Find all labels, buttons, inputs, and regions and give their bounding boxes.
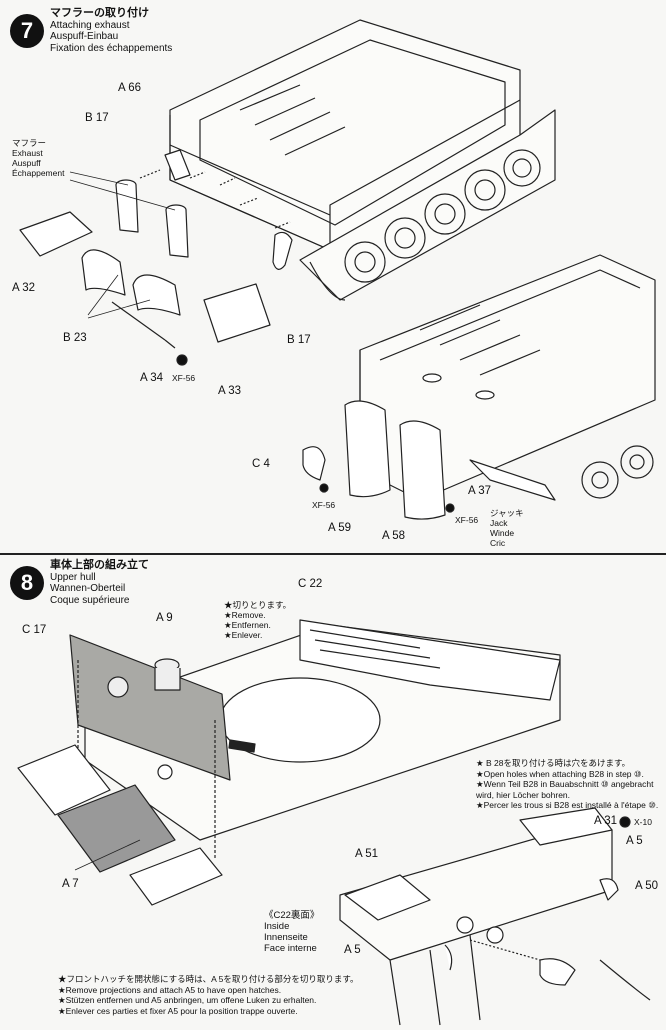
- paint-xf56-a: XF-56: [172, 373, 196, 383]
- part-a58: A 58: [382, 530, 406, 542]
- step8-inside-view: [339, 807, 651, 1026]
- part-a31: A 31: [594, 815, 618, 827]
- step-divider: [0, 553, 666, 555]
- inside-label-jp: 《C22裏面》: [264, 910, 320, 921]
- drill-x10: X-10: [634, 817, 652, 827]
- part-a66: A 66: [118, 82, 142, 94]
- cut-note-en: ★Remove.: [224, 610, 266, 620]
- step8-title-de: Wannen-Oberteil: [50, 583, 126, 594]
- part-c4: C 4: [252, 458, 270, 470]
- hatch-note-fr: ★Enlever ces parties et fixer A5 pour la…: [58, 1005, 298, 1016]
- jack-label: ジャッキ Jack Winde Cric: [490, 508, 524, 548]
- hatch-note-de: ★Stützen entfernen und A5 anbringen, um …: [58, 995, 317, 1005]
- part-a5-right: A 5: [626, 835, 643, 847]
- part-a32: A 32: [12, 282, 36, 294]
- hatch-note-en: ★Remove projections and attach A5 to hav…: [58, 984, 282, 995]
- step7-title-en: Attaching exhaust: [50, 19, 130, 31]
- step7-exhaust-parts: [19, 149, 293, 366]
- part-c17: C 17: [22, 624, 47, 636]
- cut-note: ★切りとります。 ★Remove. ★Entfernen. ★Enlever.: [224, 600, 291, 640]
- part-a37: A 37: [468, 485, 492, 497]
- muffler-label-fr: Échappement: [12, 168, 65, 178]
- muffler-label: マフラー Exhaust Auspuff Échappement: [12, 138, 64, 178]
- step8-title-jp: 車体上部の組み立て: [50, 559, 149, 571]
- step8-title-en: Upper hull: [50, 571, 96, 583]
- hatch-note-jp: ★フロントハッチを開状態にする時は、A 5を取り付ける部分を切り取ります。: [58, 974, 359, 984]
- part-a50: A 50: [635, 880, 659, 892]
- muffler-label-de: Auspuff: [12, 158, 41, 168]
- part-a59: A 59: [328, 522, 352, 534]
- holes-note: ★ B 28を取り付ける時は穴をあけます。 ★Open holes when a…: [476, 758, 664, 811]
- inside-label-fr: Face interne: [264, 943, 317, 954]
- part-a33: A 33: [218, 385, 242, 397]
- step8-badge: 8: [10, 566, 44, 600]
- cut-note-fr: ★Enlever.: [224, 630, 263, 640]
- muffler-label-en: Exhaust: [12, 148, 43, 158]
- jack-label-jp: ジャッキ: [490, 508, 524, 518]
- part-a9: A 9: [156, 612, 173, 624]
- step7-hull-detail: [302, 254, 656, 520]
- inside-label-de: Innenseite: [264, 932, 308, 943]
- step7-title-de: Auspuff-Einbau: [50, 31, 119, 42]
- part-a51: A 51: [355, 848, 379, 860]
- part-b17-lower: B 17: [287, 334, 311, 346]
- step8-upper-hull: [17, 619, 561, 906]
- step7-title: マフラーの取り付け Attaching exhaust Auspuff-Einb…: [50, 7, 173, 54]
- part-a7: A 7: [62, 878, 79, 890]
- part-c22: C 22: [298, 578, 323, 590]
- inside-label-en: Inside: [264, 921, 290, 932]
- hatch-note: ★フロントハッチを開状態にする時は、A 5を取り付ける部分を切り取ります。 ★R…: [58, 974, 418, 1016]
- step8-title: 車体上部の組み立て Upper hull Wannen-Oberteil Coq…: [50, 559, 149, 606]
- step7-title-jp: マフラーの取り付け: [50, 7, 149, 19]
- part-b23: B 23: [63, 332, 87, 344]
- step8-title-fr: Coque supérieure: [50, 594, 130, 606]
- part-b17-upper: B 17: [85, 112, 109, 124]
- holes-note-de: ★Wenn Teil B28 in Bauabschnitt ⑩ angebra…: [476, 779, 654, 800]
- holes-note-jp: ★ B 28を取り付ける時は穴をあけます。: [476, 758, 631, 768]
- step7-badge: 7: [10, 14, 44, 48]
- paint-xf56-b: XF-56: [312, 500, 336, 510]
- part-a5-left: A 5: [344, 944, 361, 956]
- step7-hull-main: [169, 19, 556, 301]
- step7-title-fr: Fixation des échappements: [50, 42, 173, 54]
- cut-note-de: ★Entfernen.: [224, 620, 271, 630]
- jack-label-de: Winde: [490, 528, 515, 538]
- paint-xf56-c: XF-56: [455, 515, 479, 525]
- muffler-label-jp: マフラー: [12, 138, 47, 148]
- holes-note-en: ★Open holes when attaching B28 in step ⑩…: [476, 768, 644, 779]
- part-a34: A 34: [140, 372, 164, 384]
- inside-label: 《C22裏面》 Inside Innenseite Face interne: [264, 910, 319, 954]
- jack-label-en: Jack: [490, 518, 508, 528]
- jack-label-fr: Cric: [490, 538, 506, 548]
- holes-note-fr: ★Percer les trous si B28 est installé à …: [476, 800, 659, 810]
- cut-note-jp: ★切りとります。: [224, 600, 292, 610]
